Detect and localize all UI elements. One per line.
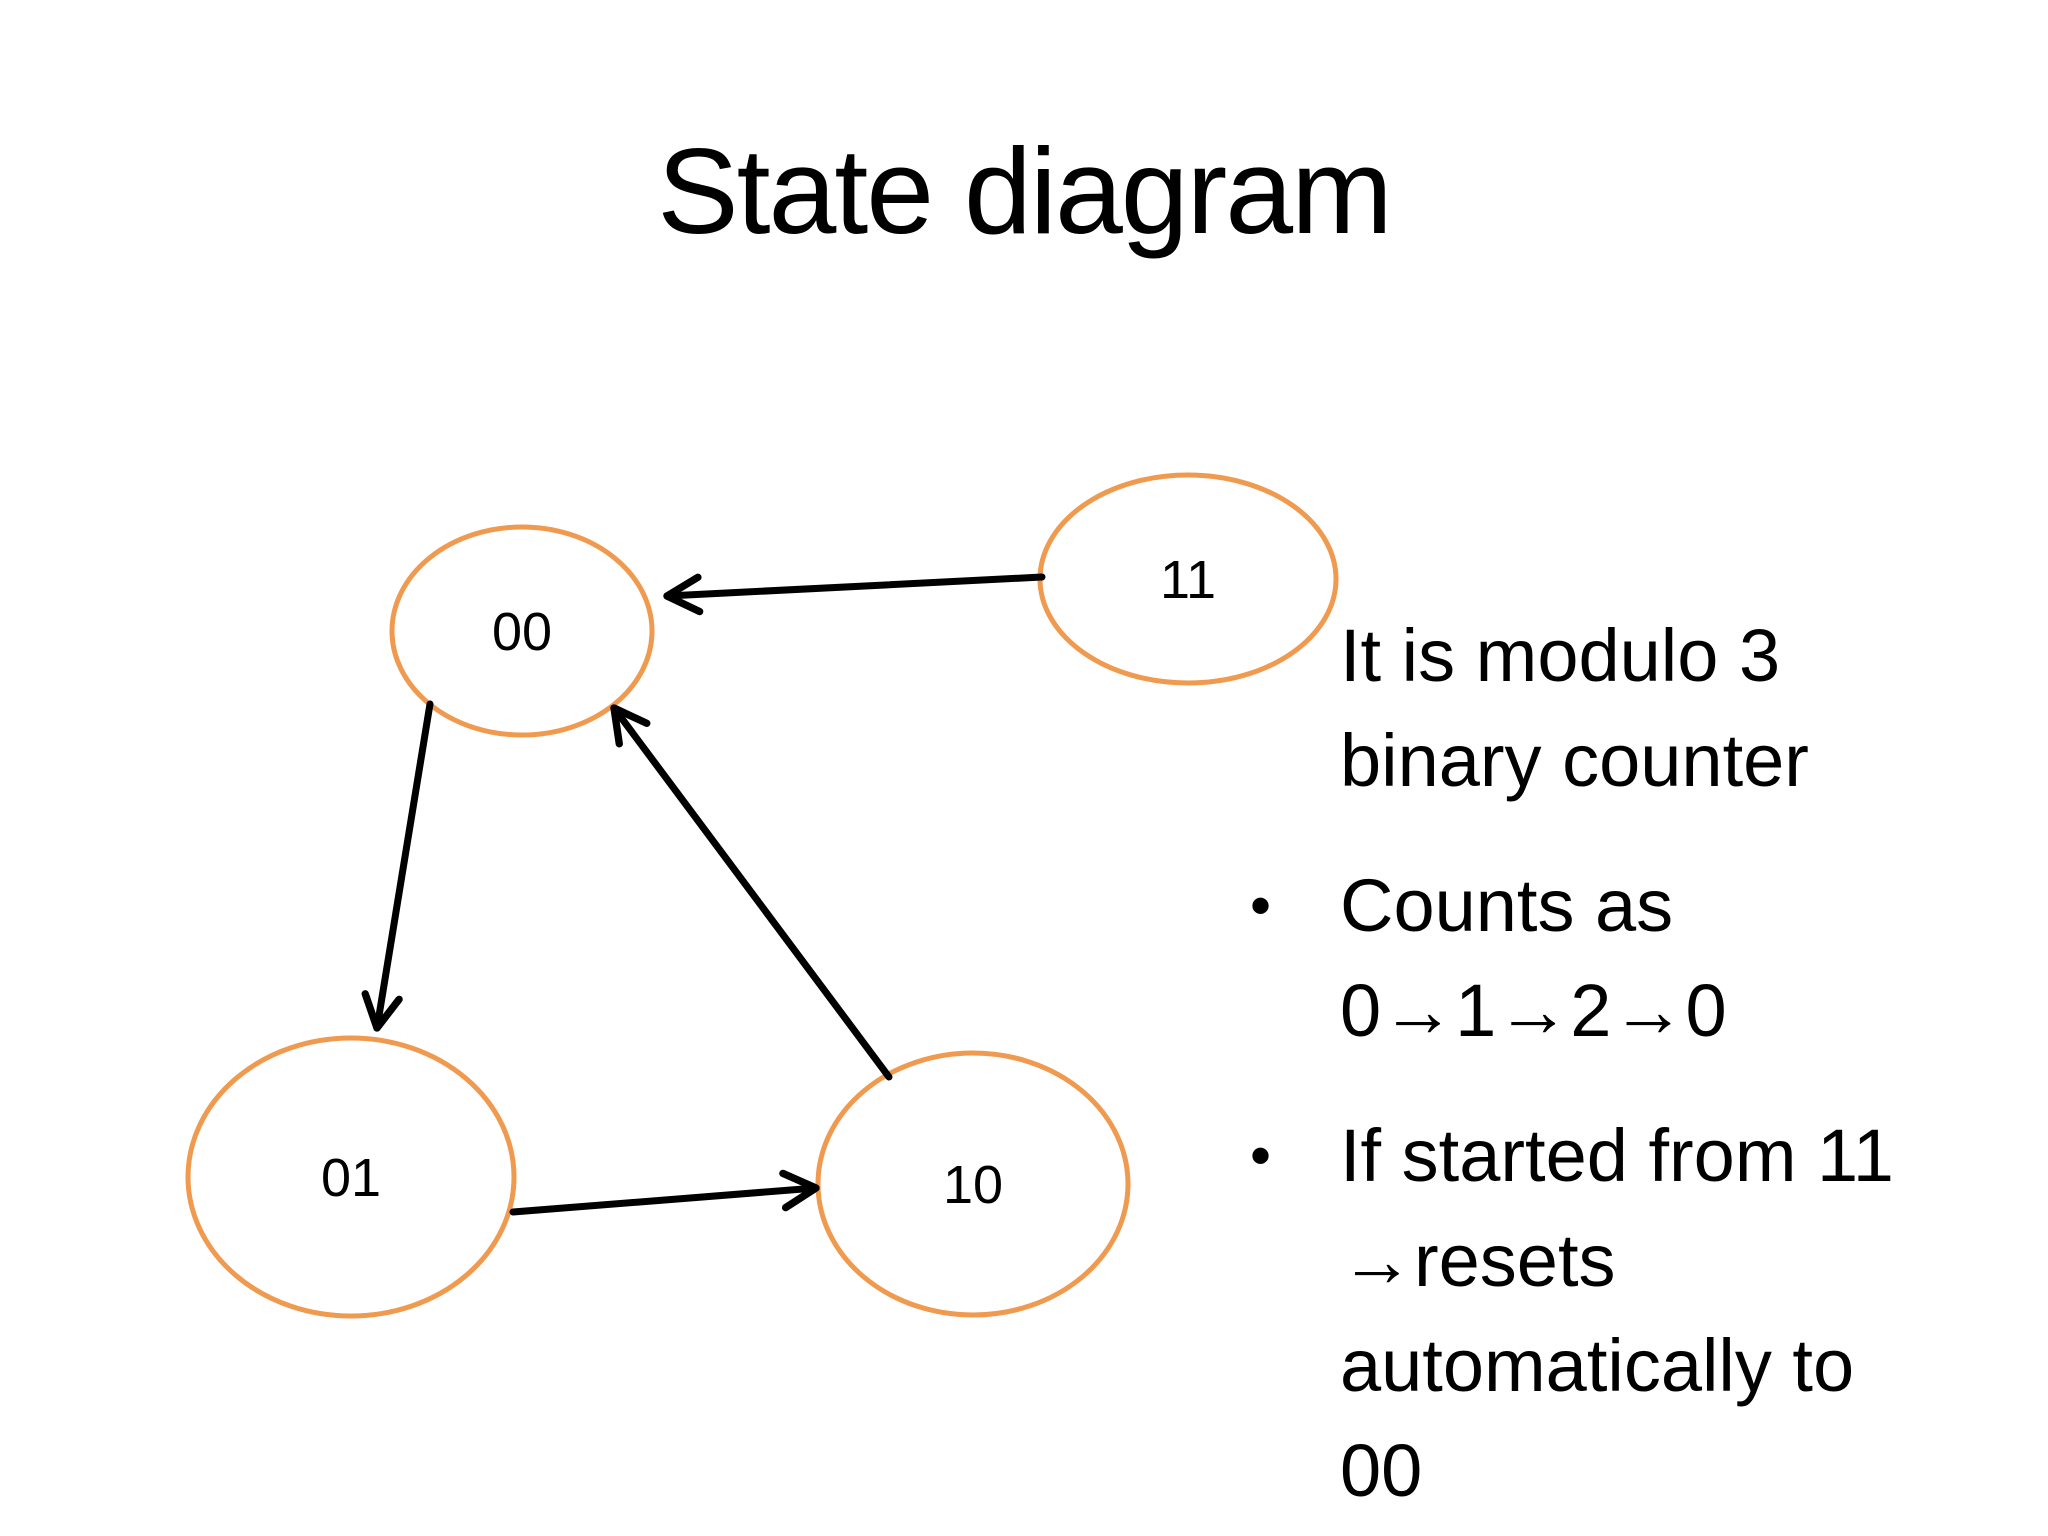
diagram-edges (361, 573, 1046, 1216)
state-label-11: 11 (1160, 550, 1216, 610)
note-line: It is modulo 3 (1340, 614, 1781, 697)
note-line: 0→1→2→0 (1340, 969, 1727, 1052)
bullet-dot: • (1250, 1122, 1272, 1189)
diagram-nodes (185, 472, 1339, 1319)
note-lines: Counts as 0→1→2→0 (1340, 853, 2048, 1063)
state-node-00 (389, 524, 655, 738)
state-label-00: 00 (492, 602, 552, 662)
note-line: Counts as (1340, 864, 1674, 947)
transition-arrow-10-to-00 (610, 704, 893, 1081)
state-node-01 (185, 1035, 517, 1319)
note-line: automatically to (1340, 1324, 1855, 1407)
note-line: If started from 11 (1340, 1114, 1894, 1197)
transition-arrow-11-to-00 (663, 573, 1046, 616)
note-line: 00 (1340, 1429, 1423, 1512)
diagram-labels: 00 11 01 10 (321, 550, 1216, 1215)
note-lines: It is modulo 3 binary counter (1340, 603, 2048, 813)
notes-column: • It is modulo 3 binary counter • Counts as 0… (1240, 603, 2048, 1523)
state-label-01: 01 (321, 1148, 381, 1208)
state-label-10: 10 (943, 1155, 1003, 1215)
transition-arrow-01-to-10 (509, 1169, 820, 1216)
note-item-1: • Counts as 0→1→2→0 (1240, 853, 2048, 1063)
note-line: binary counter (1340, 719, 1809, 802)
note-lines: If started from 11 →resets automatically t… (1340, 1103, 2048, 1523)
transition-arrow-00-to-01 (361, 700, 434, 1032)
note-line: →resets (1340, 1219, 1616, 1302)
slide-title: State diagram (657, 123, 1393, 259)
bullet-dot: • (1250, 872, 1272, 939)
note-item-2: • If started from 11 →resets automatically … (1240, 1103, 2048, 1523)
